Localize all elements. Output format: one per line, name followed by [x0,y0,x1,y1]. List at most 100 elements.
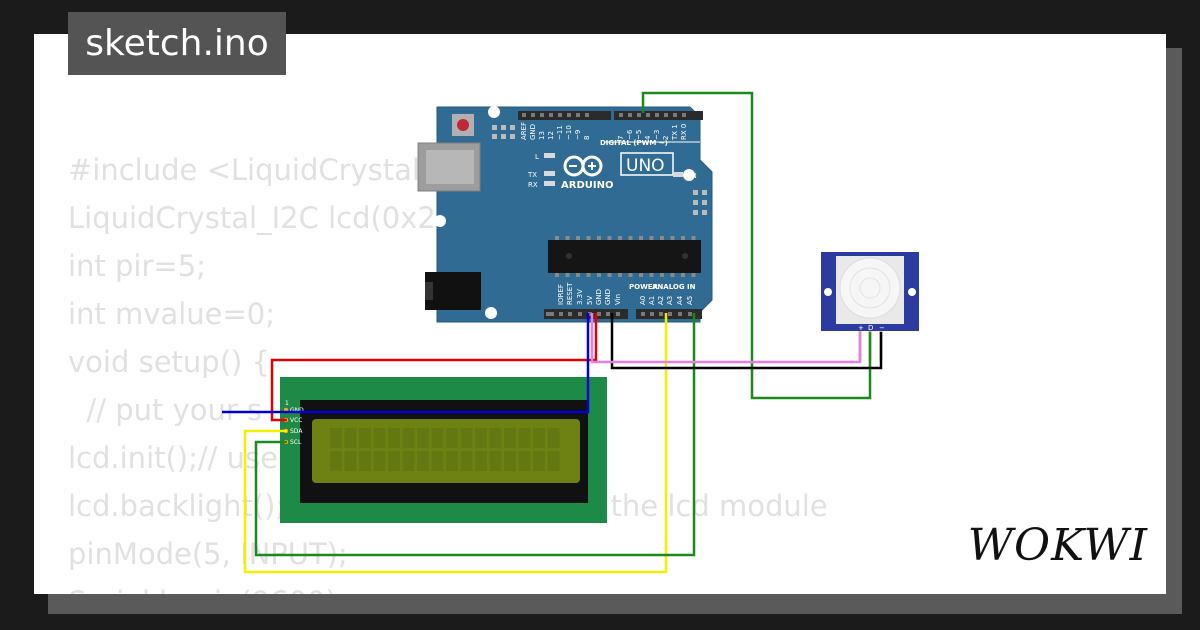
pin-label: 12 [547,131,555,140]
lcd-char-cell [359,451,371,471]
top-header-left [518,111,611,120]
header-pin[interactable] [588,312,592,316]
svg-text:L: L [535,153,539,161]
chip-pin [565,236,570,240]
header-pin[interactable] [637,113,641,117]
lcd-char-cell [475,451,487,471]
wire-a5-scl [254,313,696,557]
wokwi-logo: WOKWI [967,520,1148,571]
header-pin[interactable] [597,312,601,316]
pin-label: A0 [639,296,647,305]
code-line: void setup() { [68,345,270,379]
led-tx [544,171,555,176]
code-line: Serial.begin(9600); [68,585,347,594]
header-pin[interactable] [628,113,632,117]
chip-pin [639,273,643,277]
lcd-pin-label: GND [290,407,304,414]
header-pin[interactable] [655,113,659,117]
header-pin[interactable] [550,312,554,316]
code-line: int pir=5; [68,249,206,283]
lcd-char-cell [431,451,444,471]
lcd-char-cell [330,451,342,471]
header-pin[interactable] [522,113,526,117]
header-pin[interactable] [682,113,686,117]
icsp-header [492,125,515,139]
header-pin[interactable] [559,312,563,316]
lcd-char-cell [475,428,487,448]
mount-hole [434,215,446,227]
lcd-char-cell [388,428,400,448]
header-pin[interactable] [650,312,654,316]
led-l [544,153,555,158]
lcd-char-cell [518,451,531,471]
header-pin[interactable] [646,113,650,117]
pin-label: 4 [644,135,652,140]
pin-label: ~5 [635,130,643,140]
header-pin[interactable] [673,113,677,117]
lcd-char-cell [518,428,531,448]
pir-pin-label: D [868,324,873,332]
header-pin[interactable] [664,113,668,117]
chip-pin [618,236,622,240]
lcd-char-cell [489,451,502,471]
mount-hole [485,307,497,319]
lcd-char-cell [489,428,502,448]
chip-pin [628,273,633,277]
digital-label: DIGITAL (PWM ~) [600,139,668,147]
pin-label: GND [604,289,612,305]
header-pin[interactable] [659,312,663,316]
pin-label: RX 0 [680,124,688,140]
header-pin[interactable] [568,312,572,316]
header-pin[interactable] [576,113,580,117]
chip-pin [691,273,696,277]
pin-label: A3 [666,296,674,305]
header-pin[interactable] [531,113,535,117]
lcd-char-cell [344,428,357,448]
code-line: int mvalue=0; [68,297,276,331]
pin-label: 13 [538,131,546,140]
pin-label: TX 1 [671,124,679,141]
pin-label: 3.3V [576,289,584,305]
header-pin[interactable] [616,312,620,316]
lcd-char-cell [373,451,386,471]
header-pin[interactable] [546,312,550,316]
header-pin[interactable] [641,312,645,316]
header-pin[interactable] [549,113,553,117]
header-pin[interactable] [540,113,544,117]
sketch-title: sketch.ino [68,12,286,75]
lcd-char-cell [446,451,458,471]
lcd-char-cell [417,428,429,448]
pin-label: A5 [686,296,694,305]
header-pin[interactable] [558,113,562,117]
wire-5v-vcc [270,313,598,422]
mount-hole [488,106,500,118]
header-pin[interactable] [606,312,610,316]
header-pin[interactable] [578,312,582,316]
pin-label: IOREF [557,284,565,305]
chip-pin [649,236,654,240]
lcd-char-cell [446,428,458,448]
chip-pin [628,236,633,240]
wire-5v-pir [590,313,862,364]
mount-hole [683,169,695,181]
code-line: #include <LiquidCrystal [68,153,420,187]
pin-label: A4 [676,295,684,305]
header-pin[interactable] [688,312,692,316]
pin-label: GND [529,124,537,140]
header-pin[interactable] [678,312,682,316]
header-pin[interactable] [585,113,589,117]
lcd-char-cell [431,428,444,448]
lcd-pin-label: SDA [290,428,303,435]
chip-pin [639,236,643,240]
pir-pin-label: + [858,324,864,332]
pin-label: RESET [566,282,574,305]
chip-pin [555,236,559,240]
header-pin[interactable] [668,312,672,316]
header-pin[interactable] [567,113,571,117]
header-pin[interactable] [619,113,623,117]
chip-pin [670,273,675,277]
chip-pin [691,236,696,240]
